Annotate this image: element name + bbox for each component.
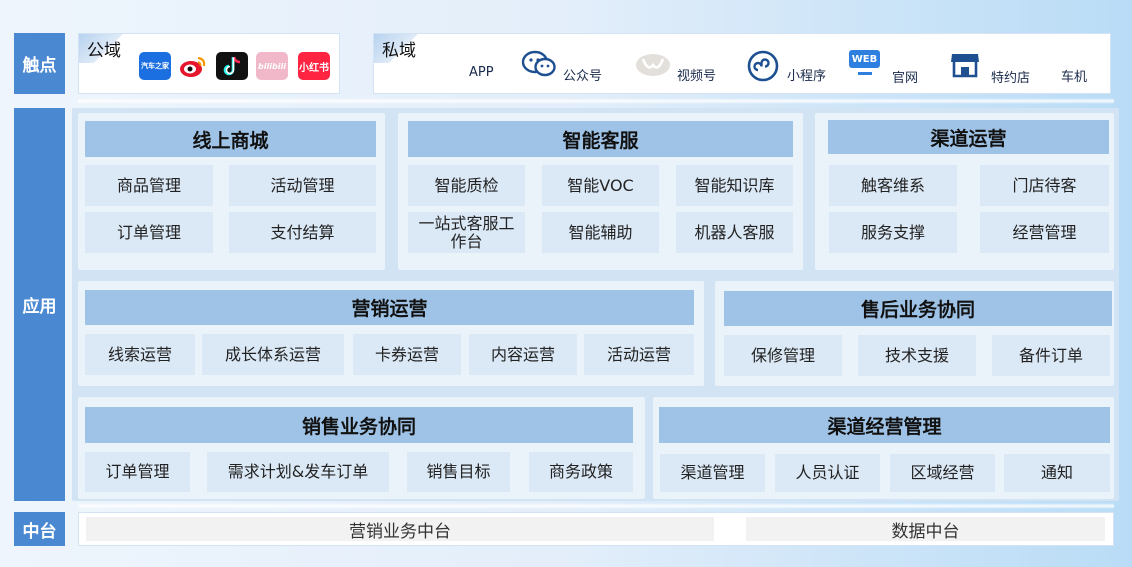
panel-marketing-operations: 营销运营 线索运营 成长体系运营 卡券运营 内容运营 活动运营 bbox=[78, 281, 704, 386]
cell-coupon-operations[interactable]: 卡券运营 bbox=[353, 334, 461, 375]
cell-channel-management[interactable]: 渠道管理 bbox=[660, 454, 765, 492]
panel-marketing-operations-title: 营销运营 bbox=[85, 290, 694, 325]
cell-growth-system[interactable]: 成长体系运营 bbox=[202, 334, 344, 375]
cell-smart-assist[interactable]: 智能辅助 bbox=[542, 212, 659, 253]
cell-robot-service[interactable]: 机器人客服 bbox=[676, 212, 793, 253]
panel-channel-operations-title: 渠道运营 bbox=[828, 120, 1109, 154]
panel-sales-collaboration-title: 销售业务协同 bbox=[85, 407, 633, 443]
panel-channel-management-title: 渠道经营管理 bbox=[659, 407, 1110, 443]
cell-technical-support[interactable]: 技术支援 bbox=[858, 335, 976, 376]
cell-parts-order[interactable]: 备件订单 bbox=[992, 335, 1110, 376]
xiaohongshu-icon: 小红书 bbox=[298, 52, 330, 80]
miniprogram-icon bbox=[747, 50, 779, 86]
autohome-icon: 汽车之家 bbox=[139, 52, 171, 80]
store-icon bbox=[950, 52, 980, 82]
cell-payment-settlement[interactable]: 支付结算 bbox=[229, 212, 376, 253]
cell-sales-target[interactable]: 销售目标 bbox=[407, 452, 510, 492]
weibo-icon bbox=[177, 52, 209, 80]
private-item-mini-program: 小程序 bbox=[787, 69, 827, 84]
panel-smart-service: 智能客服 智能质检 智能VOC 智能知识库 一站式客服工作台 智能辅助 机器人客… bbox=[398, 113, 803, 270]
public-zone-title: 公域 bbox=[79, 34, 129, 63]
cell-content-operations[interactable]: 内容运营 bbox=[469, 334, 577, 375]
cell-service-support[interactable]: 服务支撑 bbox=[829, 212, 957, 253]
public-zone: 公域 汽车之家 bilibili 小红书 bbox=[78, 33, 340, 94]
platform-marketing-business[interactable]: 营销业务中台 bbox=[86, 517, 714, 542]
cell-smart-voc[interactable]: 智能VOC bbox=[542, 165, 659, 206]
cell-notification[interactable]: 通知 bbox=[1004, 454, 1110, 492]
cell-warranty-management[interactable]: 保修管理 bbox=[724, 335, 842, 376]
cell-business-policy[interactable]: 商务政策 bbox=[529, 452, 633, 492]
private-item-official-account: 公众号 bbox=[563, 69, 603, 84]
layer-divider-top bbox=[78, 98, 1114, 104]
cell-business-management[interactable]: 经营管理 bbox=[980, 212, 1109, 253]
panel-channel-operations: 渠道运营 触客维系 门店待客 服务支撑 经营管理 bbox=[815, 113, 1114, 270]
cell-service-workbench[interactable]: 一站式客服工作台 bbox=[408, 212, 525, 253]
private-zone-title: 私域 bbox=[374, 34, 424, 63]
platform-data[interactable]: 数据中台 bbox=[746, 517, 1105, 542]
private-item-in-car: 车机 bbox=[1061, 70, 1088, 85]
side-label-touchpoint: 触点 bbox=[14, 33, 65, 94]
cell-order-management[interactable]: 订单管理 bbox=[85, 212, 213, 253]
panel-channel-management: 渠道经营管理 渠道管理 人员认证 区域经营 通知 bbox=[653, 397, 1114, 499]
private-item-website: 官网 bbox=[892, 71, 919, 86]
cell-campaign-operations[interactable]: 活动运营 bbox=[584, 334, 694, 375]
private-item-video-channel: 视频号 bbox=[677, 69, 717, 84]
cell-lead-operations[interactable]: 线索运营 bbox=[85, 334, 195, 375]
douyin-icon bbox=[216, 52, 248, 80]
side-label-middle-platform: 中台 bbox=[14, 512, 65, 546]
panel-sales-collaboration: 销售业务协同 订单管理 需求计划&发车订单 销售目标 商务政策 bbox=[78, 397, 645, 499]
private-item-dealer-store: 特约店 bbox=[991, 71, 1031, 86]
panel-online-mall: 线上商城 商品管理 活动管理 订单管理 支付结算 bbox=[78, 113, 385, 270]
bilibili-icon: bilibili bbox=[256, 52, 288, 80]
cell-regional-business[interactable]: 区域经营 bbox=[890, 454, 995, 492]
cell-customer-retention[interactable]: 触客维系 bbox=[829, 165, 957, 206]
web-icon: WEB bbox=[849, 50, 881, 80]
wechat-icon bbox=[521, 50, 557, 82]
side-label-application: 应用 bbox=[14, 108, 65, 501]
panel-online-mall-title: 线上商城 bbox=[85, 121, 376, 157]
panel-aftersales-title: 售后业务协同 bbox=[724, 291, 1112, 326]
cell-personnel-certification[interactable]: 人员认证 bbox=[775, 454, 880, 492]
cell-product-management[interactable]: 商品管理 bbox=[85, 165, 213, 206]
private-zone: 私域 APP 公众号 视频号 小程序 WEB 官网 bbox=[373, 33, 1111, 94]
private-item-app: APP bbox=[469, 65, 494, 80]
layer-divider-bottom bbox=[78, 503, 1114, 509]
cell-demand-planning[interactable]: 需求计划&发车订单 bbox=[207, 452, 389, 492]
cell-knowledge-base[interactable]: 智能知识库 bbox=[676, 165, 793, 206]
panel-aftersales: 售后业务协同 保修管理 技术支援 备件订单 bbox=[715, 281, 1114, 386]
panel-smart-service-title: 智能客服 bbox=[408, 121, 793, 157]
cell-sales-order-management[interactable]: 订单管理 bbox=[85, 452, 190, 492]
cell-store-reception[interactable]: 门店待客 bbox=[980, 165, 1109, 206]
cell-smart-qc[interactable]: 智能质检 bbox=[408, 165, 525, 206]
cell-activity-management[interactable]: 活动管理 bbox=[229, 165, 376, 206]
channels-icon bbox=[635, 52, 671, 82]
